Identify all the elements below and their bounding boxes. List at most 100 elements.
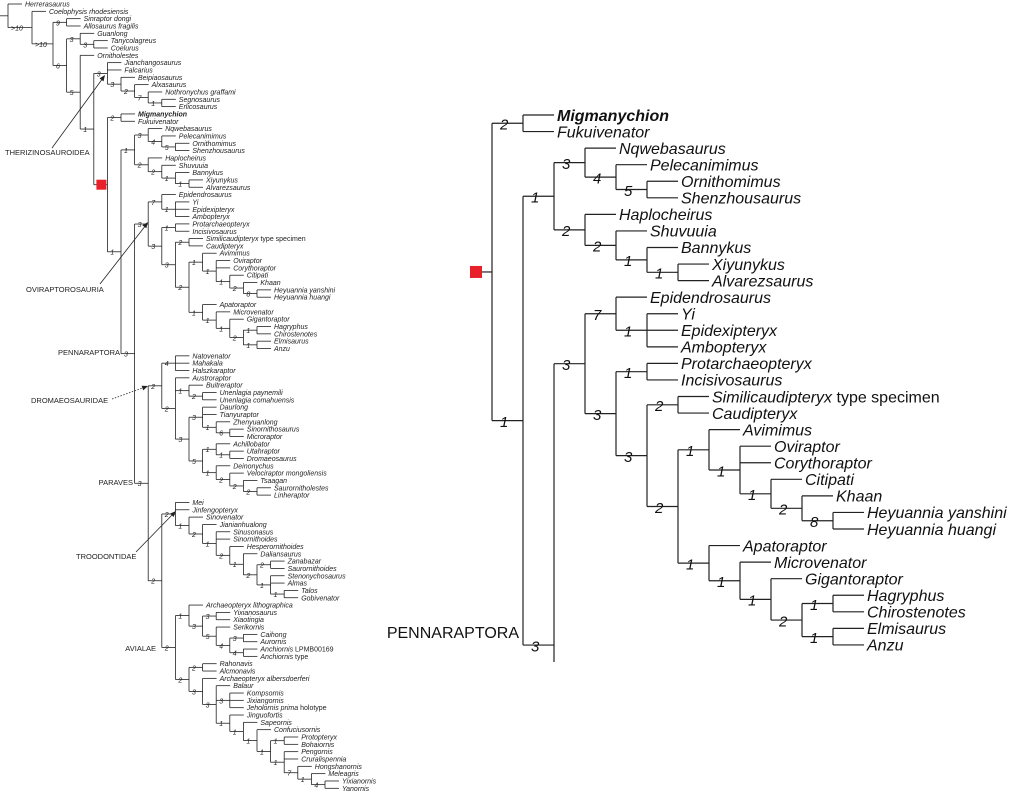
support-value: 2 [177,285,182,292]
taxon-name: Falcarius [124,67,153,74]
taxon-label: Velociraptor mongoliensis [247,471,327,478]
support-value: 2 [109,116,114,123]
taxon-label: Elmisaurus [274,339,309,346]
support-value: 2 [232,335,237,342]
taxon-label: Coelophysis rhodesiensis [49,9,129,16]
support-value: 2 [150,384,155,391]
taxon-label: Ambopteryx [191,214,230,221]
taxon-label: Epidexipteryx [681,323,778,340]
taxon-name: Erlicosaurus [179,104,218,111]
taxon-label: Hagryphus [867,588,944,605]
taxon-name: Coelurus [111,46,140,53]
taxon-name: Yi [192,199,199,206]
taxon-name: Archaeopteryx lithographica [205,603,293,610]
taxon-label: Kompsornis [247,691,284,698]
taxon-name: Unenlagia comahuensis [220,397,295,404]
taxon-name: Caihong [260,632,286,639]
taxon-label: Yanornis [342,786,370,793]
support-value: 5 [70,90,74,97]
taxon-label: Archaeopteryx albersdoerferi [219,676,310,683]
taxon-name: Pelecanimimus [179,133,227,140]
taxon-label: Similicaudipteryx type specimen [712,389,940,406]
taxon-label: Natovenator [192,353,231,360]
clade-label-troodontidae: TROODONTIDAE [76,552,136,561]
taxon-name: Serikornis [233,625,265,632]
taxon-label: Fukuivenator [557,124,650,141]
taxon-label: Migmanychion [557,108,669,125]
taxon-name: Saurornitholestes [274,485,329,492]
clade-label-paraves: PARAVES [99,478,133,487]
taxon-qualifier: LPMB00169 [293,647,334,654]
support-value: 1 [219,453,223,460]
taxon-name: Protopteryx [301,735,337,742]
support-value: 3 [97,71,101,78]
arrowhead-icon [142,222,148,229]
support-value: 3 [562,357,571,374]
support-value: 3 [110,82,114,89]
taxon-label: Allosaurus fragilis [83,24,139,31]
taxon-label: Incisivosaurus [681,373,782,390]
taxon-label: Meleagris [328,771,359,778]
support-value: 2 [150,579,155,586]
taxon-name: Pelecanimimus [650,157,758,174]
taxon-name: Incisivosaurus [681,373,782,390]
arrowhead-icon [99,75,105,82]
taxon-label: Citipati [247,273,269,280]
taxon-label: Jixiangornis [246,698,284,705]
taxon-label: Epidendrosaurus [179,192,232,199]
taxon-name: Mahakala [192,361,222,368]
taxon-label: Anchiornis LPMB00169 [259,647,333,654]
support-value: 1 [301,777,305,784]
taxon-name: Ornithomimus [192,141,236,148]
taxon-label: Ambopteryx [680,340,767,357]
support-value: 1 [810,597,818,614]
taxon-label: Serikornis [233,625,265,632]
support-value: 2 [150,170,155,177]
taxon-name: Elmisaurus [867,621,946,638]
support-value: 1 [178,523,182,530]
support-value: 1 [206,447,210,454]
support-value: 2 [164,512,169,519]
support-value: 2 [191,665,196,672]
taxon-label: Epidexipteryx [192,207,235,214]
taxon-label: Microvenator [774,555,867,572]
taxon-label: Tsaagan [260,478,287,485]
support-value: 3 [206,614,210,621]
taxon-qualifier: type specimen [832,389,940,406]
support-value: 1 [274,739,278,746]
taxon-label: Rahonavis [220,661,254,668]
taxon-name: Sinusonasus [233,529,274,536]
taxon-name: Almas [287,581,308,588]
taxon-label: Alxasaurus [151,82,187,89]
taxon-label: Coelurus [111,46,140,53]
taxon-label: Yixianosaurus [233,610,277,617]
taxon-label: Caudipteryx [206,243,244,250]
support-value: 1 [624,253,632,270]
support-value: 1 [206,269,210,276]
support-value: 1 [810,630,818,647]
support-value: 2 [654,500,664,517]
taxon-name: Sinornithoides [233,537,278,544]
taxon-label: Daurlong [220,405,249,412]
taxon-label: Saurornithoides [288,566,338,573]
taxon-name: Chirostenotes [274,331,318,338]
taxon-name: Zanabazar [287,559,322,566]
taxon-name: Pengornis [301,749,333,756]
taxon-name: Bannykus [192,170,223,177]
taxon-label: Shenzhousaurus [681,191,801,208]
support-value: 1 [219,326,223,333]
taxon-name: Xiyunykus [711,257,785,274]
taxon-name: Corythoraptor [233,265,276,272]
taxon-label: Hongshanornis [315,764,363,771]
support-value: 2 [592,239,602,256]
support-value: 1 [717,463,725,480]
taxon-name: Anchiornis [259,654,293,661]
taxon-name: Similicaudipteryx [712,389,833,406]
arrow-line [99,224,147,285]
taxon-label: Heyuannia yanshini [867,505,1007,522]
support-value: 1 [178,182,182,189]
taxon-label: Sapeornis [260,720,292,727]
taxon-name: Gobivenator [301,595,340,602]
taxon-label: Nothronychus graffami [165,89,236,96]
